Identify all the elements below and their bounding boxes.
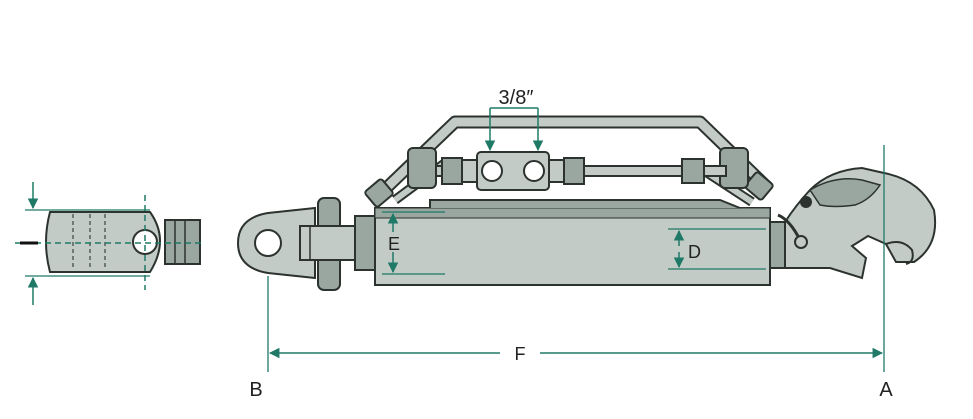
dimension-e-label: E [388, 234, 400, 254]
side-view-detail [15, 182, 205, 305]
dimension-d-label: D [688, 242, 701, 262]
dimension-lines [267, 107, 885, 372]
rear-pin-hole [254, 229, 282, 257]
end-a-label: A [879, 379, 893, 401]
top-link-assembly [236, 115, 936, 291]
end-b-label: B [249, 379, 262, 401]
dimension-f-label: F [515, 344, 526, 364]
thread-size-label: 3/8″ [499, 87, 534, 109]
side-view-sleeve [164, 219, 201, 265]
